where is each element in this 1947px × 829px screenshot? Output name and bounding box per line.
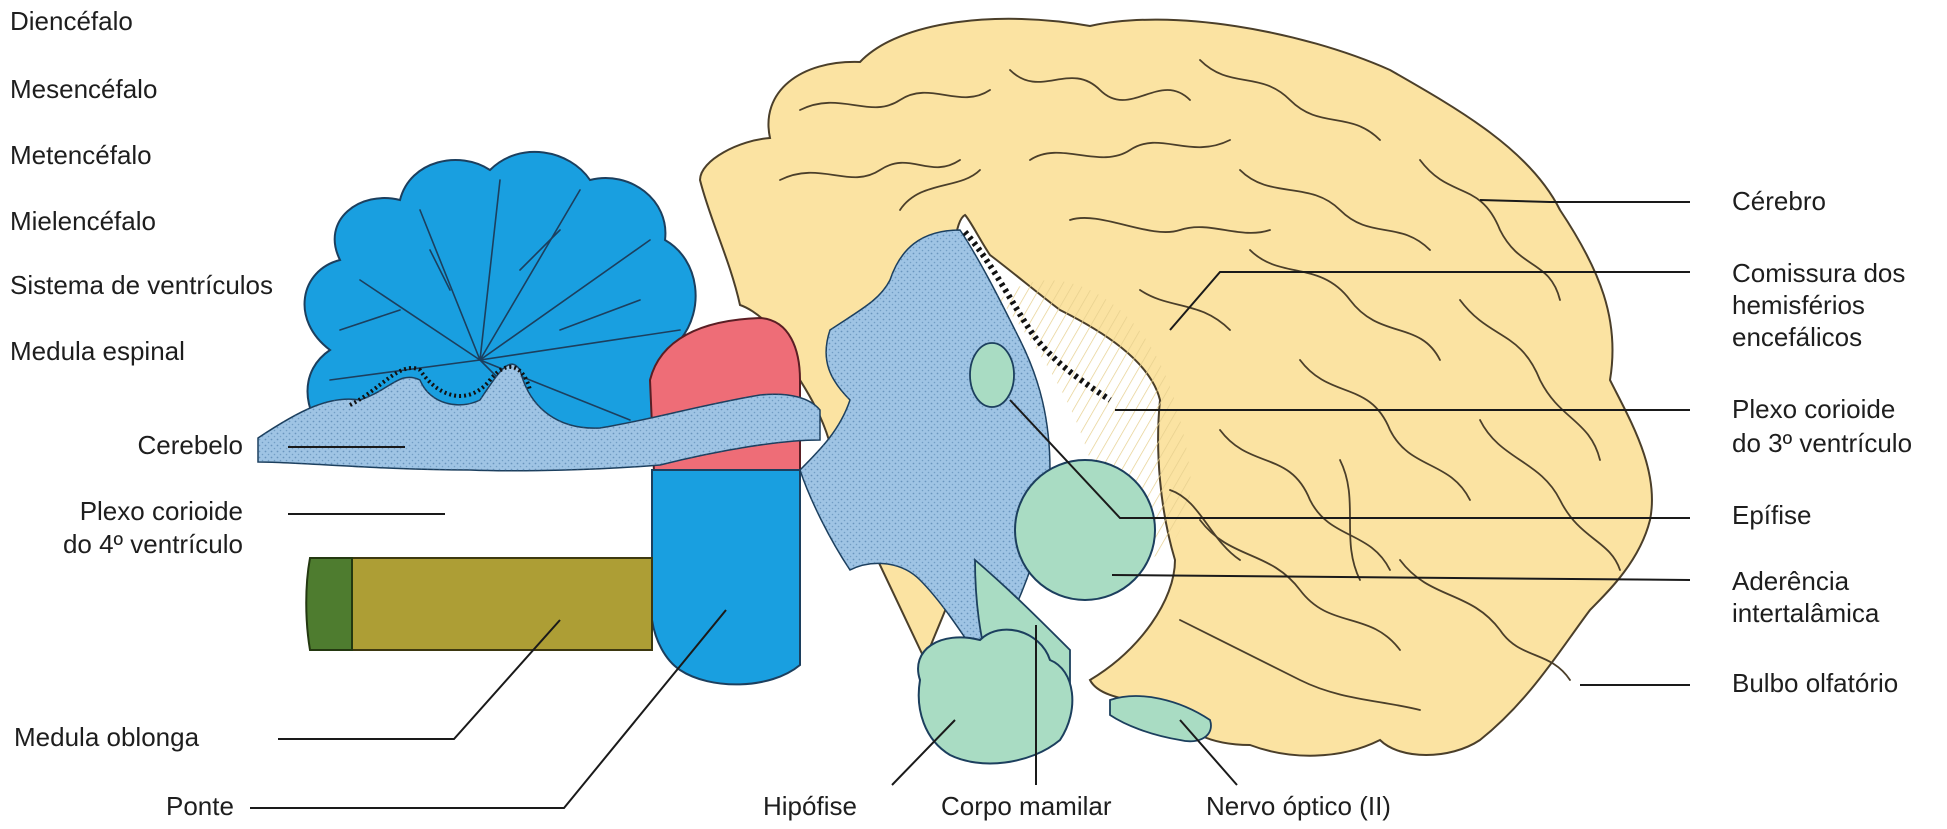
legend-item-mesencefalo: Mesencéfalo [10, 74, 157, 105]
label-ponte: Ponte [166, 791, 234, 822]
label-hipofise: Hipófise [763, 791, 857, 822]
label-plexo4-line1: Plexo corioide [80, 496, 243, 527]
pons [652, 470, 800, 684]
label-comissura-line3: encefálicos [1732, 322, 1862, 353]
label-aderencia-line1: Aderência [1732, 566, 1849, 597]
label-corpo-mamilar: Corpo mamilar [941, 791, 1112, 822]
legend-item-metencefalo: Metencéfalo [10, 140, 152, 171]
legend-item-medula-espinal: Medula espinal [10, 336, 185, 367]
label-cerebro: Cérebro [1732, 186, 1826, 217]
legend-item-diencefalo: Diencéfalo [10, 6, 133, 37]
label-epifise: Epífise [1732, 500, 1812, 531]
label-comissura-line1: Comissura dos [1732, 258, 1905, 289]
label-bulbo-olfatorio: Bulbo olfatório [1732, 668, 1898, 699]
label-aderencia-line2: intertalâmica [1732, 598, 1879, 629]
epiphysis [970, 343, 1014, 407]
spinal-cord [306, 558, 352, 650]
label-plexo3-line2: do 3º ventrículo [1732, 428, 1912, 459]
label-plexo4-line2: do 4º ventrículo [63, 529, 243, 560]
label-plexo3-line1: Plexo corioide [1732, 394, 1895, 425]
label-cerebelo: Cerebelo [137, 430, 243, 461]
label-medula-oblonga: Medula oblonga [14, 722, 199, 753]
label-nervo-optico: Nervo óptico (II) [1206, 791, 1391, 822]
legend-item-ventriculos: Sistema de ventrículos [10, 270, 273, 301]
legend-item-mielencefalo: Mielencéfalo [10, 206, 156, 237]
medulla-oblongata [352, 558, 652, 650]
label-comissura-line2: hemisférios [1732, 290, 1865, 321]
leader-cerebro [1480, 200, 1690, 202]
